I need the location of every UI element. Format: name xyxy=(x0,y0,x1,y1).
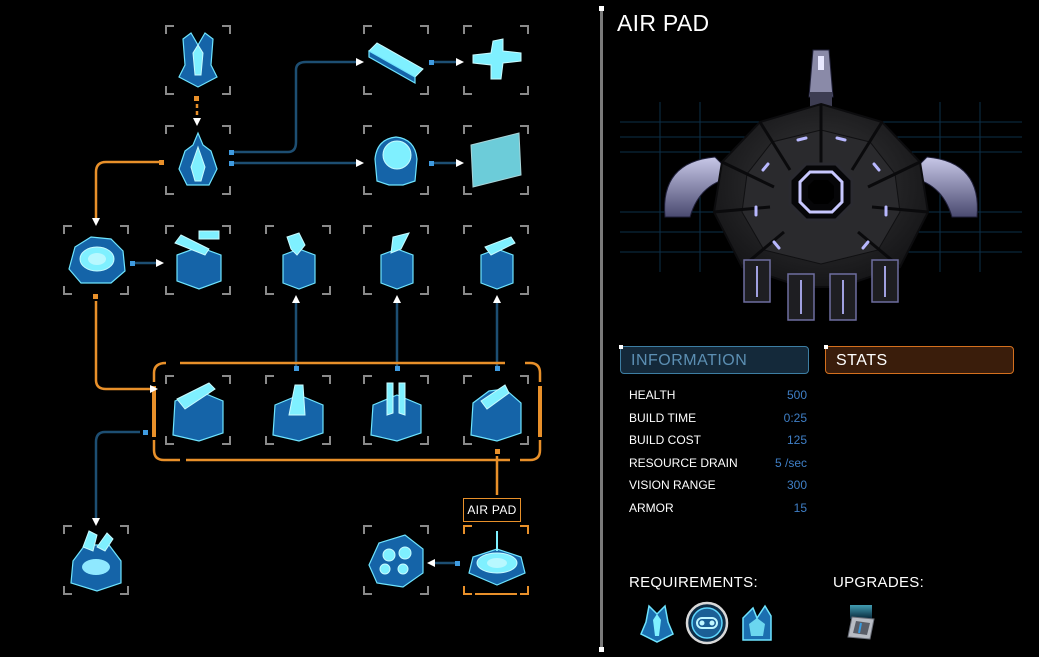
stat-row: VISION RANGE 300 xyxy=(629,474,807,497)
tab-information[interactable]: INFORMATION xyxy=(619,345,809,374)
stat-row: HEALTH 500 xyxy=(629,384,807,407)
bastion-structure-icon[interactable]: .b{fill:#1564a8;stroke:#6ee4ff;stroke-wi… xyxy=(165,375,231,445)
building-title: AIR PAD xyxy=(617,10,710,36)
stat-name: VISION RANGE xyxy=(629,478,716,493)
crown-structure-icon[interactable]: .b{fill:#1564a8;stroke:#6ee4ff;stroke-wi… xyxy=(463,375,529,445)
group-bracket xyxy=(152,361,167,382)
cross-block-icon[interactable]: .b{fill:#1564a8;stroke:#6ee4ff;stroke-wi… xyxy=(463,25,529,95)
tab-stats-label: STATS xyxy=(836,352,888,369)
gear-requirement-icon[interactable] xyxy=(685,600,729,646)
stat-name: ARMOR xyxy=(629,500,674,515)
tree-connectors xyxy=(92,58,542,567)
panel-block-icon[interactable]: .b{fill:#1564a8;stroke:#6ee4ff;stroke-wi… xyxy=(463,125,529,195)
tech-tree: .b{fill:#1564a8;stroke:#6ee4ff;stroke-wi… xyxy=(63,25,542,595)
fork-structure-icon[interactable]: .b{fill:#1564a8;stroke:#6ee4ff;stroke-wi… xyxy=(363,375,429,445)
stat-value: 0:25 xyxy=(783,410,807,425)
selected-building-label: AIR PAD xyxy=(463,498,521,522)
stat-value: 125 xyxy=(786,433,807,448)
spike-tower-icon[interactable]: .b{fill:#1564a8;stroke:#6ee4ff;stroke-wi… xyxy=(363,225,429,295)
air-pad-icon[interactable]: .b{fill:#1564a8;stroke:#6ee4ff;stroke-wi… xyxy=(463,525,529,595)
detail-panel: AIR PAD xyxy=(606,0,1039,657)
stat-value: 300 xyxy=(786,478,807,493)
stat-name: RESOURCE DRAIN xyxy=(629,455,738,470)
connector-line xyxy=(94,301,150,391)
stat-row: BUILD TIME 0:25 xyxy=(629,407,807,430)
stat-row: RESOURCE DRAIN 5 /sec xyxy=(629,452,807,475)
stat-row: BUILD COST 125 xyxy=(629,429,807,452)
group-bracket xyxy=(152,440,542,462)
claw-requirement-icon[interactable] xyxy=(735,600,779,646)
horn-tower-icon[interactable]: .b{fill:#1564a8;stroke:#6ee4ff;stroke-wi… xyxy=(463,225,529,295)
dome-structure-icon[interactable]: .b{fill:#1564a8;stroke:#6ee4ff;stroke-wi… xyxy=(363,125,429,195)
core-hub-icon[interactable]: .b{fill:#1564a8;stroke:#6ee4ff;stroke-wi… xyxy=(63,225,129,295)
stat-name: HEALTH xyxy=(629,388,676,403)
upgrades-heading: UPGRADES: xyxy=(833,574,925,591)
stat-name: BUILD COST xyxy=(629,433,702,448)
spire-structure-icon[interactable]: .b{fill:#1564a8;stroke:#6ee4ff;stroke-wi… xyxy=(165,25,231,95)
claw-structure-icon[interactable]: .b{fill:#1564a8;stroke:#6ee4ff;stroke-wi… xyxy=(63,525,129,595)
stat-value: 15 xyxy=(793,500,807,515)
building-preview-image xyxy=(620,49,1022,321)
arm-structure-icon[interactable]: .b{fill:#1564a8;stroke:#6ee4ff;stroke-wi… xyxy=(265,375,331,445)
tab-information-label: INFORMATION xyxy=(631,352,748,369)
stat-row: ARMOR 15 xyxy=(629,497,807,520)
panel-divider xyxy=(599,6,604,652)
armor-plate-upgrade-icon[interactable] xyxy=(842,605,880,643)
requirements-heading: REQUIREMENTS: xyxy=(629,574,758,591)
stats-list: HEALTH 500 BUILD TIME 0:25 BUILD COST 125 R… xyxy=(629,384,807,519)
connector-line xyxy=(231,60,356,154)
group-bracket xyxy=(180,361,542,382)
crest-structure-icon[interactable]: .b{fill:#1564a8;stroke:#6ee4ff;stroke-wi… xyxy=(165,125,231,195)
connector-line xyxy=(94,160,160,218)
tower-structure-icon[interactable]: .b{fill:#1564a8;stroke:#6ee4ff;stroke-wi… xyxy=(265,225,331,295)
spire-requirement-icon[interactable] xyxy=(635,600,679,646)
cannon-turret-icon[interactable]: .b{fill:#1564a8;stroke:#6ee4ff;stroke-wi… xyxy=(165,225,231,295)
beam-block-icon[interactable]: .b{fill:#1564a8;stroke:#6ee4ff;stroke-wi… xyxy=(363,25,429,95)
stat-name: BUILD TIME xyxy=(629,410,697,425)
multi-pad-icon[interactable]: .b{fill:#1564a8;stroke:#6ee4ff;stroke-wi… xyxy=(363,525,429,595)
stat-value: 500 xyxy=(786,388,807,403)
tab-stats[interactable]: STATS xyxy=(824,345,1014,374)
stat-value: 5 /sec xyxy=(774,455,807,470)
connector-line xyxy=(94,430,140,518)
